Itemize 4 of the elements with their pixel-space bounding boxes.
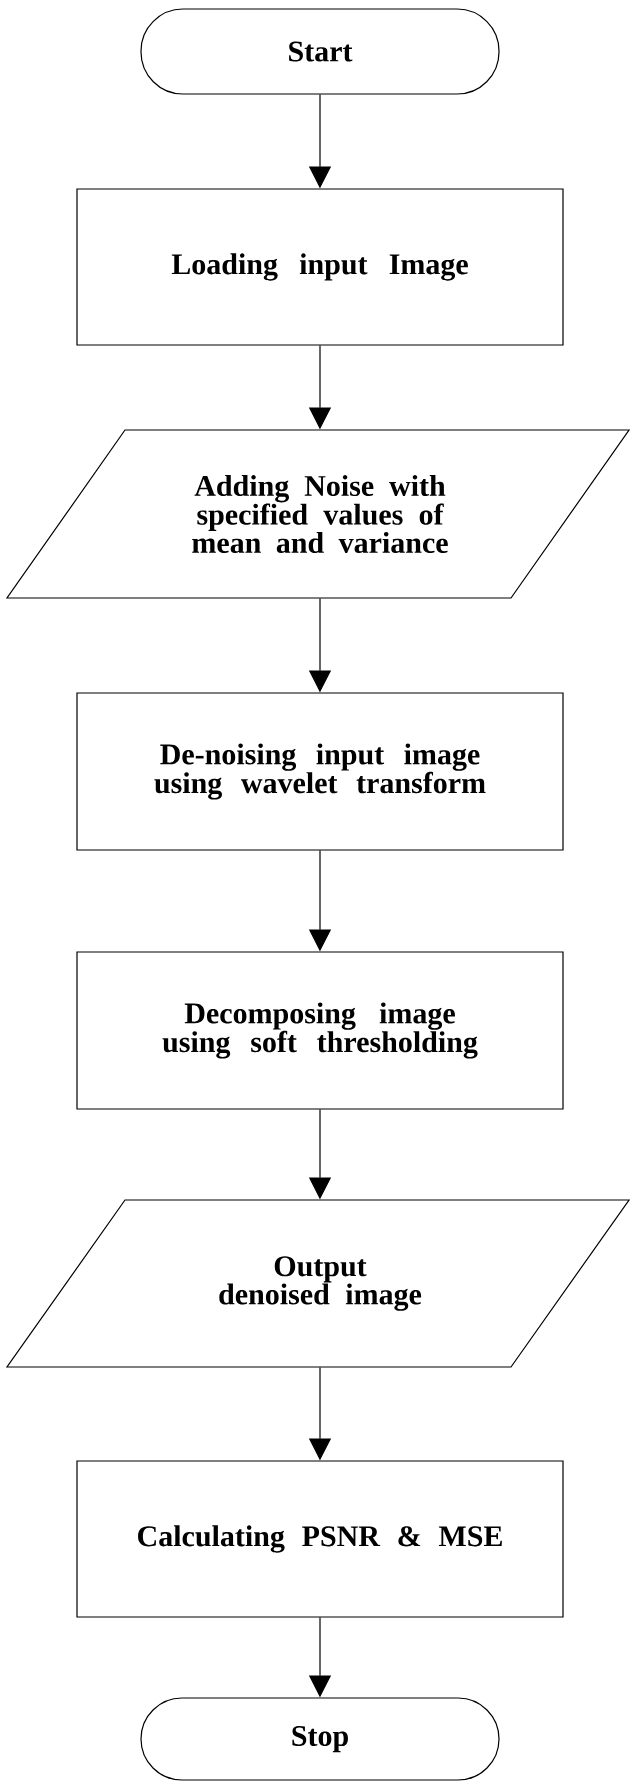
process-box: De-noising input image using wavelet transform xyxy=(76,692,564,851)
process-box: Decomposing image using soft thresholding xyxy=(76,951,564,1110)
process-box: Calculating PSNR & MSE xyxy=(76,1460,564,1618)
process-box: Loading input Image xyxy=(76,188,564,346)
